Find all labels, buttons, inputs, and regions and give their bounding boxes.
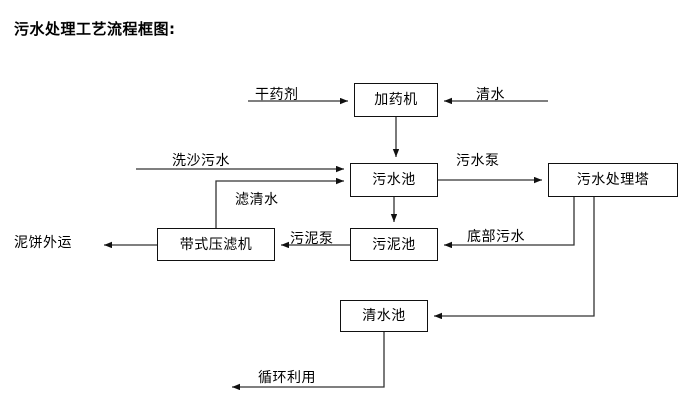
edge-label-sewage-pump: 污水泵 xyxy=(456,153,500,169)
node-sludge-pool[interactable]: 污泥池 xyxy=(350,228,438,261)
node-label-clear-water-pool: 清水池 xyxy=(362,308,406,324)
edge-label-bottom-sewage: 底部污水 xyxy=(467,229,525,245)
node-sewage-pool[interactable]: 污水池 xyxy=(350,163,438,197)
edge-label-filtered-clear-water: 滤清水 xyxy=(235,192,279,208)
node-label-sludge-pool: 污泥池 xyxy=(372,236,416,253)
terminal-label-recycle-reuse: 循环利用 xyxy=(258,370,316,386)
node-label-belt-filter-press: 带式压滤机 xyxy=(179,236,253,253)
node-label-sewage-pool: 污水池 xyxy=(372,172,416,188)
node-dosing-machine[interactable]: 加药机 xyxy=(354,83,438,117)
node-label-dosing-machine: 加药机 xyxy=(374,92,418,108)
node-treatment-tower[interactable]: 污水处理塔 xyxy=(548,163,678,197)
edge-label-clean-water: 清水 xyxy=(476,87,505,103)
node-label-treatment-tower: 污水处理塔 xyxy=(576,172,650,188)
terminal-label-mud-cake-out: 泥饼外运 xyxy=(14,235,72,251)
edge-tower-to-clear-water-pool xyxy=(434,197,595,320)
edge-label-sludge-pump: 污泥泵 xyxy=(290,231,334,247)
edge-label-sand-wash-sewage: 洗沙污水 xyxy=(172,153,230,169)
page-title: 污水处理工艺流程框图: xyxy=(14,20,176,38)
node-clear-water-pool[interactable]: 清水池 xyxy=(340,300,428,332)
edge-label-dry-chemical: 干药剂 xyxy=(255,87,299,103)
node-belt-filter-press[interactable]: 带式压滤机 xyxy=(157,228,275,261)
